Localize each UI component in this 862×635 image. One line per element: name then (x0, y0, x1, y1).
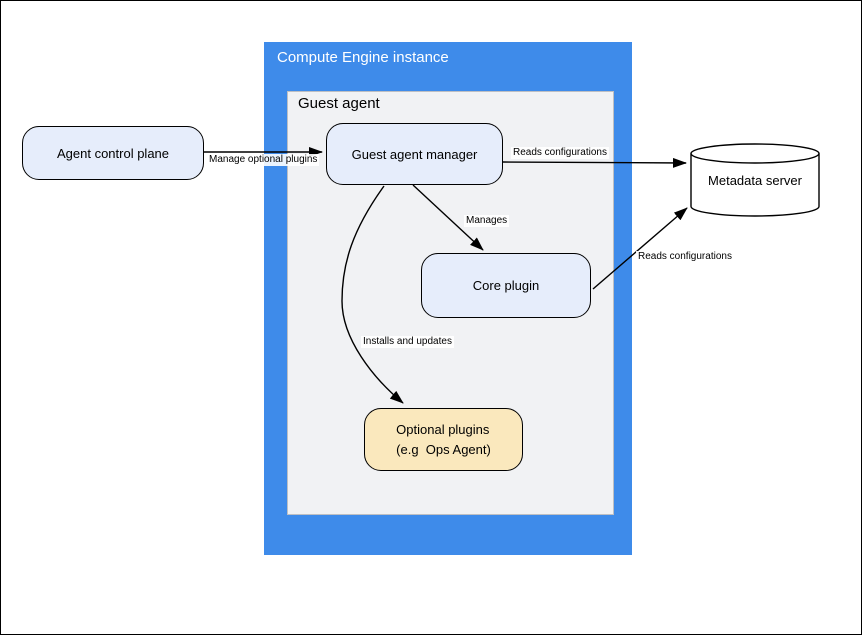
node-agent-control-plane-label: Agent control plane (56, 145, 170, 161)
guest-agent-title: Guest agent (298, 95, 380, 112)
node-core-plugin-label: Core plugin (472, 278, 540, 293)
node-core-plugin: Core plugin (421, 253, 591, 318)
edge-label-manages: Manages (464, 215, 510, 227)
node-guest-agent-manager-label: Guest agent manager (351, 146, 478, 162)
node-guest-agent-manager: Guest agent manager (326, 123, 503, 185)
node-optional-plugins-label-line1: Optional plugins (396, 421, 490, 437)
node-agent-control-plane: Agent control plane (22, 126, 204, 180)
edge-label-reads-configurations-core: Reads configurations (636, 251, 734, 263)
edge-label-manage-optional-plugins: Manage optional plugins (207, 154, 320, 166)
edge-label-installs-and-updates: Installs and updates (361, 336, 454, 348)
node-metadata-server-label: Metadata server (691, 144, 819, 216)
metadata-server-label-text: Metadata server (708, 172, 802, 188)
node-optional-plugins-label-line2: (e.g Ops Agent) (396, 441, 491, 457)
node-optional-plugins: Optional plugins (e.g Ops Agent) (364, 408, 523, 471)
node-optional-plugins-label: Optional plugins (e.g Ops Agent) (396, 420, 491, 460)
edge-label-reads-configurations-manager: Reads configurations (511, 147, 609, 159)
compute-engine-instance-title: Compute Engine instance (277, 49, 449, 66)
